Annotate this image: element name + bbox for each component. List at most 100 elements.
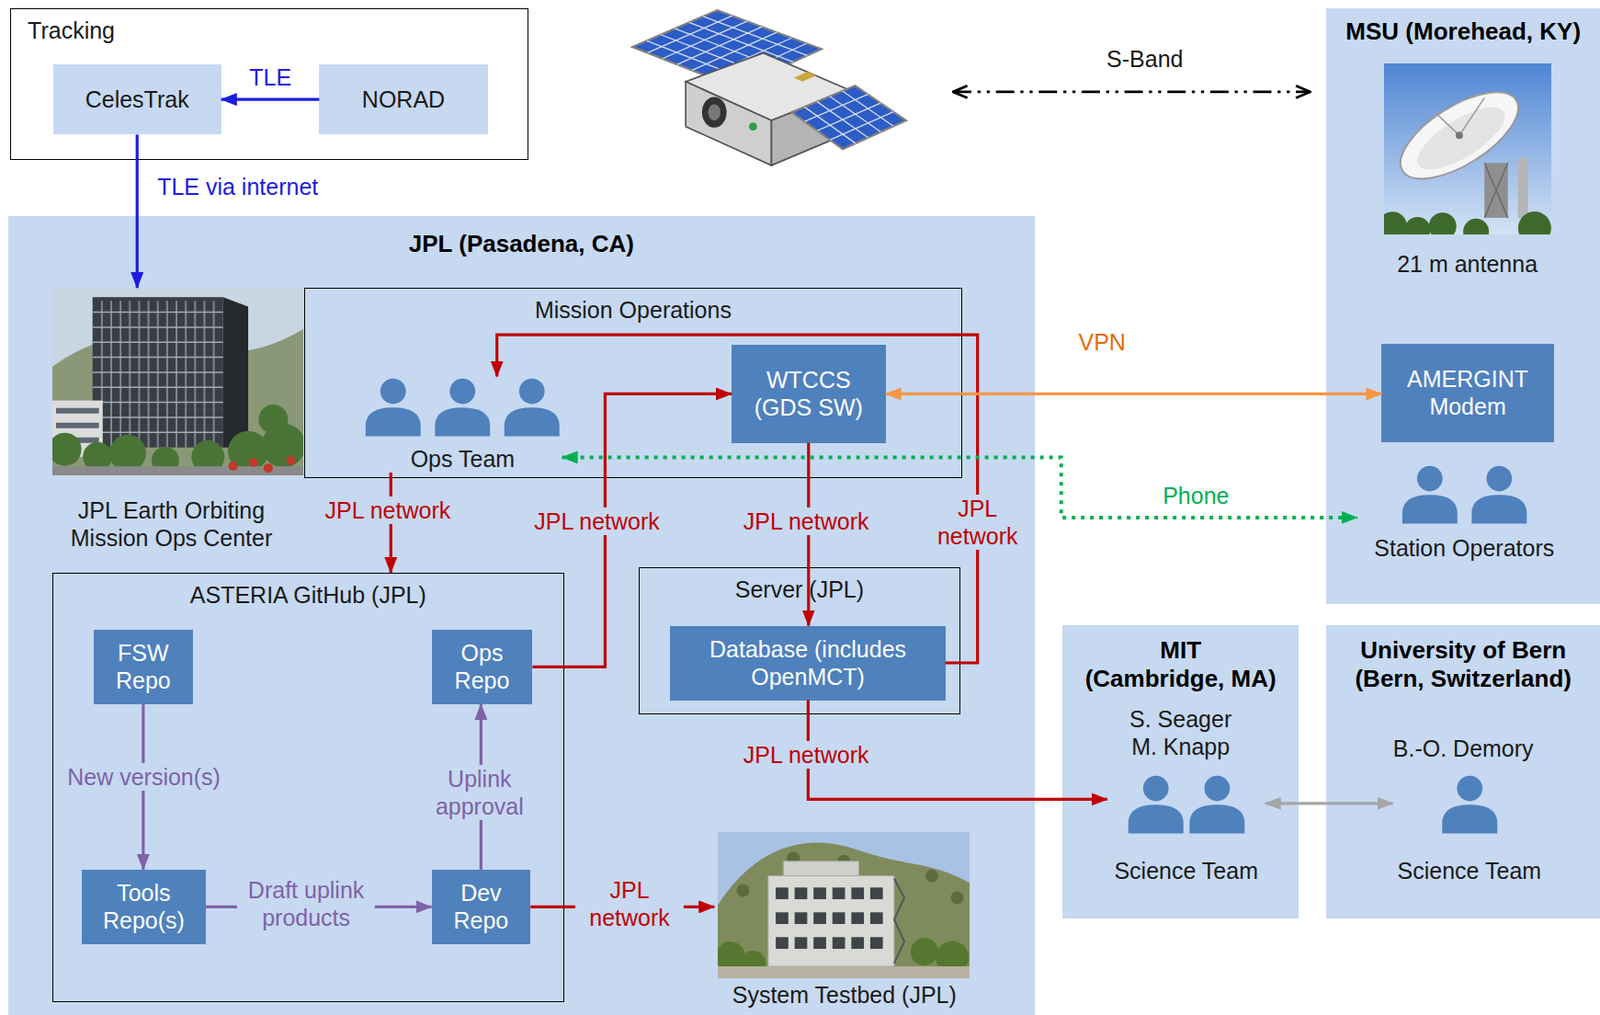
person-body [434, 407, 490, 436]
hill [717, 841, 970, 977]
people-icons [1107, 773, 1266, 838]
window [813, 886, 827, 899]
person-head [1417, 465, 1443, 492]
people-node: Science Team [1107, 773, 1266, 885]
window-column [156, 300, 159, 447]
node-text: FSW Repo [99, 638, 188, 694]
node-text: Science Team [1113, 856, 1259, 885]
window [775, 936, 789, 949]
window [851, 886, 864, 899]
tower-side [222, 296, 248, 447]
process-box: Database (includes OpenMCT) [669, 625, 945, 701]
satellite-detail [794, 71, 817, 82]
ground [717, 965, 970, 978]
region-band: University of Bern(Bern, Switzerland)B.-… [1326, 624, 1600, 920]
tree [1404, 216, 1430, 236]
person-head [450, 377, 477, 404]
feed-strut [1433, 97, 1485, 136]
panel-cell-line [662, 21, 748, 59]
photo-node: JPL Earth Orbiting Mission Ops Center [36, 287, 307, 551]
person-head [1143, 774, 1169, 801]
window [813, 936, 827, 949]
window [831, 911, 845, 924]
node-text: MSU (Morehead, KY) [1345, 17, 1581, 46]
window-column [184, 300, 187, 447]
person-body [365, 407, 421, 436]
person-head [1203, 774, 1230, 801]
window [851, 936, 864, 949]
people-node: Science Team [1393, 773, 1547, 885]
person-head [1456, 774, 1483, 801]
window-column [212, 300, 215, 447]
window-column [165, 300, 168, 447]
s-band-link [953, 90, 1311, 93]
window [869, 911, 883, 924]
tree [1463, 218, 1489, 236]
window [794, 886, 807, 899]
group-box: Server (JPL) Database (includes OpenMCT) [638, 567, 961, 715]
dish-surface [1407, 95, 1513, 182]
edge-label: New version(s) [64, 762, 224, 791]
connector [1265, 801, 1394, 805]
window [794, 936, 807, 949]
window-column [193, 300, 196, 447]
source-box: CelesTrak [53, 64, 222, 136]
photo-illustration [717, 831, 970, 978]
flowers [227, 461, 238, 471]
testbed-building [767, 875, 894, 966]
window-strip [56, 422, 100, 429]
floor-line [91, 401, 223, 404]
node-text: Server (JPL) [656, 575, 943, 603]
region-title: MIT [1159, 635, 1202, 665]
member-names: S. Seager M. Knapp [1121, 704, 1240, 761]
process-box: FSW Repo [93, 629, 193, 704]
window-column [128, 300, 131, 447]
floor-line [91, 341, 223, 344]
person-body [1441, 804, 1498, 833]
people-node: Station Operators [1357, 464, 1572, 561]
node-text: NORAD [362, 85, 445, 114]
node-text: Ops Team [410, 444, 515, 473]
node-text: ASTERIA GitHub (JPL) [69, 580, 547, 609]
edge-label: Phone [1159, 481, 1232, 510]
edge-label: JPL network [740, 740, 873, 769]
flowers [248, 457, 258, 467]
node-text: WTCCS (GDS SW) [737, 365, 881, 421]
process-box: WTCCS (GDS SW) [731, 344, 886, 443]
window-column [119, 300, 122, 447]
feed [1455, 131, 1464, 139]
tower [91, 296, 223, 447]
tree [909, 937, 938, 965]
window [851, 911, 864, 924]
person-head [380, 377, 407, 404]
window [831, 936, 845, 949]
camera-lens-inner [708, 103, 721, 121]
panel-cell-line [804, 94, 868, 122]
window [775, 911, 789, 924]
tree [1384, 211, 1408, 235]
panel-cell-line [817, 102, 881, 131]
process-box: Ops Repo [431, 629, 534, 704]
satellite-detail [748, 122, 758, 131]
panel-cell-line [829, 112, 894, 141]
pedestal-brace [1484, 162, 1508, 218]
floor-line [91, 311, 223, 314]
people-icons [363, 376, 563, 441]
node-text: Database (includes OpenMCT) [675, 635, 940, 691]
brush [925, 869, 939, 883]
tree [109, 434, 147, 472]
source-box: NORAD [318, 64, 488, 136]
connector [136, 134, 139, 288]
floor-line [91, 416, 223, 419]
photo-node: 21 m antenna [1367, 63, 1568, 278]
people-node: Ops Team [363, 376, 563, 473]
region-band: MSU (Morehead, KY)21 m antennaAMERGINT M… [1326, 8, 1600, 604]
person-body [1471, 494, 1527, 523]
edge-label: Uplink approval [425, 764, 534, 820]
node-text: Ops Repo [437, 638, 528, 694]
link-label: S-Band [1103, 45, 1186, 73]
node-text: Tracking [27, 16, 511, 45]
connector [221, 98, 320, 102]
photo-illustration [1384, 63, 1552, 236]
node-text: JPL (Pasadena, CA) [408, 229, 635, 259]
